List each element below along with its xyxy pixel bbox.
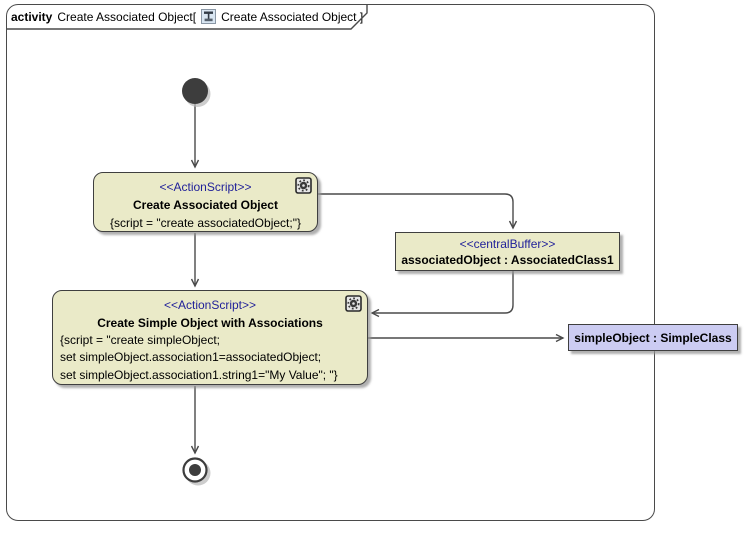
- final-node[interactable]: [182, 457, 211, 486]
- edge-action1-to-buffer[interactable]: [318, 193, 513, 228]
- buffer-stereotype: <<centralBuffer>>: [459, 237, 556, 251]
- initial-node[interactable]: [182, 78, 211, 107]
- frame-context-name: Create Associated Object[: [57, 9, 197, 24]
- action1-script: {script = "create associatedObject;"}: [110, 216, 301, 230]
- activity-frame[interactable]: [6, 4, 655, 521]
- gear-icon: [345, 295, 362, 312]
- object-node-simple-object[interactable]: simpleObject : SimpleClass: [568, 324, 738, 351]
- action2-name: Create Simple Object with Associations: [97, 316, 323, 330]
- action2-stereotype: <<ActionScript>>: [163, 298, 257, 312]
- initial-node-dot[interactable]: [182, 78, 208, 104]
- frame-diagram-name: Create Associated Object ]: [221, 9, 364, 24]
- frame-tab: activity Create Associated Object[ Creat…: [11, 8, 363, 25]
- final-node-dot: [189, 464, 201, 476]
- action1-stereotype: <<ActionScript>>: [159, 180, 252, 194]
- action2-script-line3: set simpleObject.association1.string1="M…: [60, 367, 338, 382]
- frame-keyword: activity: [11, 9, 53, 24]
- activity-diagram-icon: [201, 9, 217, 24]
- action2-script-line1: {script = "create simpleObject;: [60, 333, 220, 347]
- action-create-associated-object[interactable]: <<ActionScript>> Create Associated Objec…: [93, 172, 318, 232]
- object-name: simpleObject : SimpleClass: [574, 330, 732, 345]
- edge-buffer-to-action2[interactable]: [372, 271, 514, 313]
- action2-script-line2: set simpleObject.association1=associated…: [60, 350, 322, 365]
- frame-tab-outline: [7, 5, 368, 30]
- central-buffer-associated-object[interactable]: <<centralBuffer>> associatedObject : Ass…: [395, 232, 620, 271]
- gear-icon: [295, 177, 312, 194]
- action1-name: Create Associated Object: [133, 198, 278, 212]
- buffer-name: associatedObject : AssociatedClass1: [401, 253, 614, 267]
- action-create-simple-object[interactable]: <<ActionScript>> Create Simple Object wi…: [52, 290, 368, 385]
